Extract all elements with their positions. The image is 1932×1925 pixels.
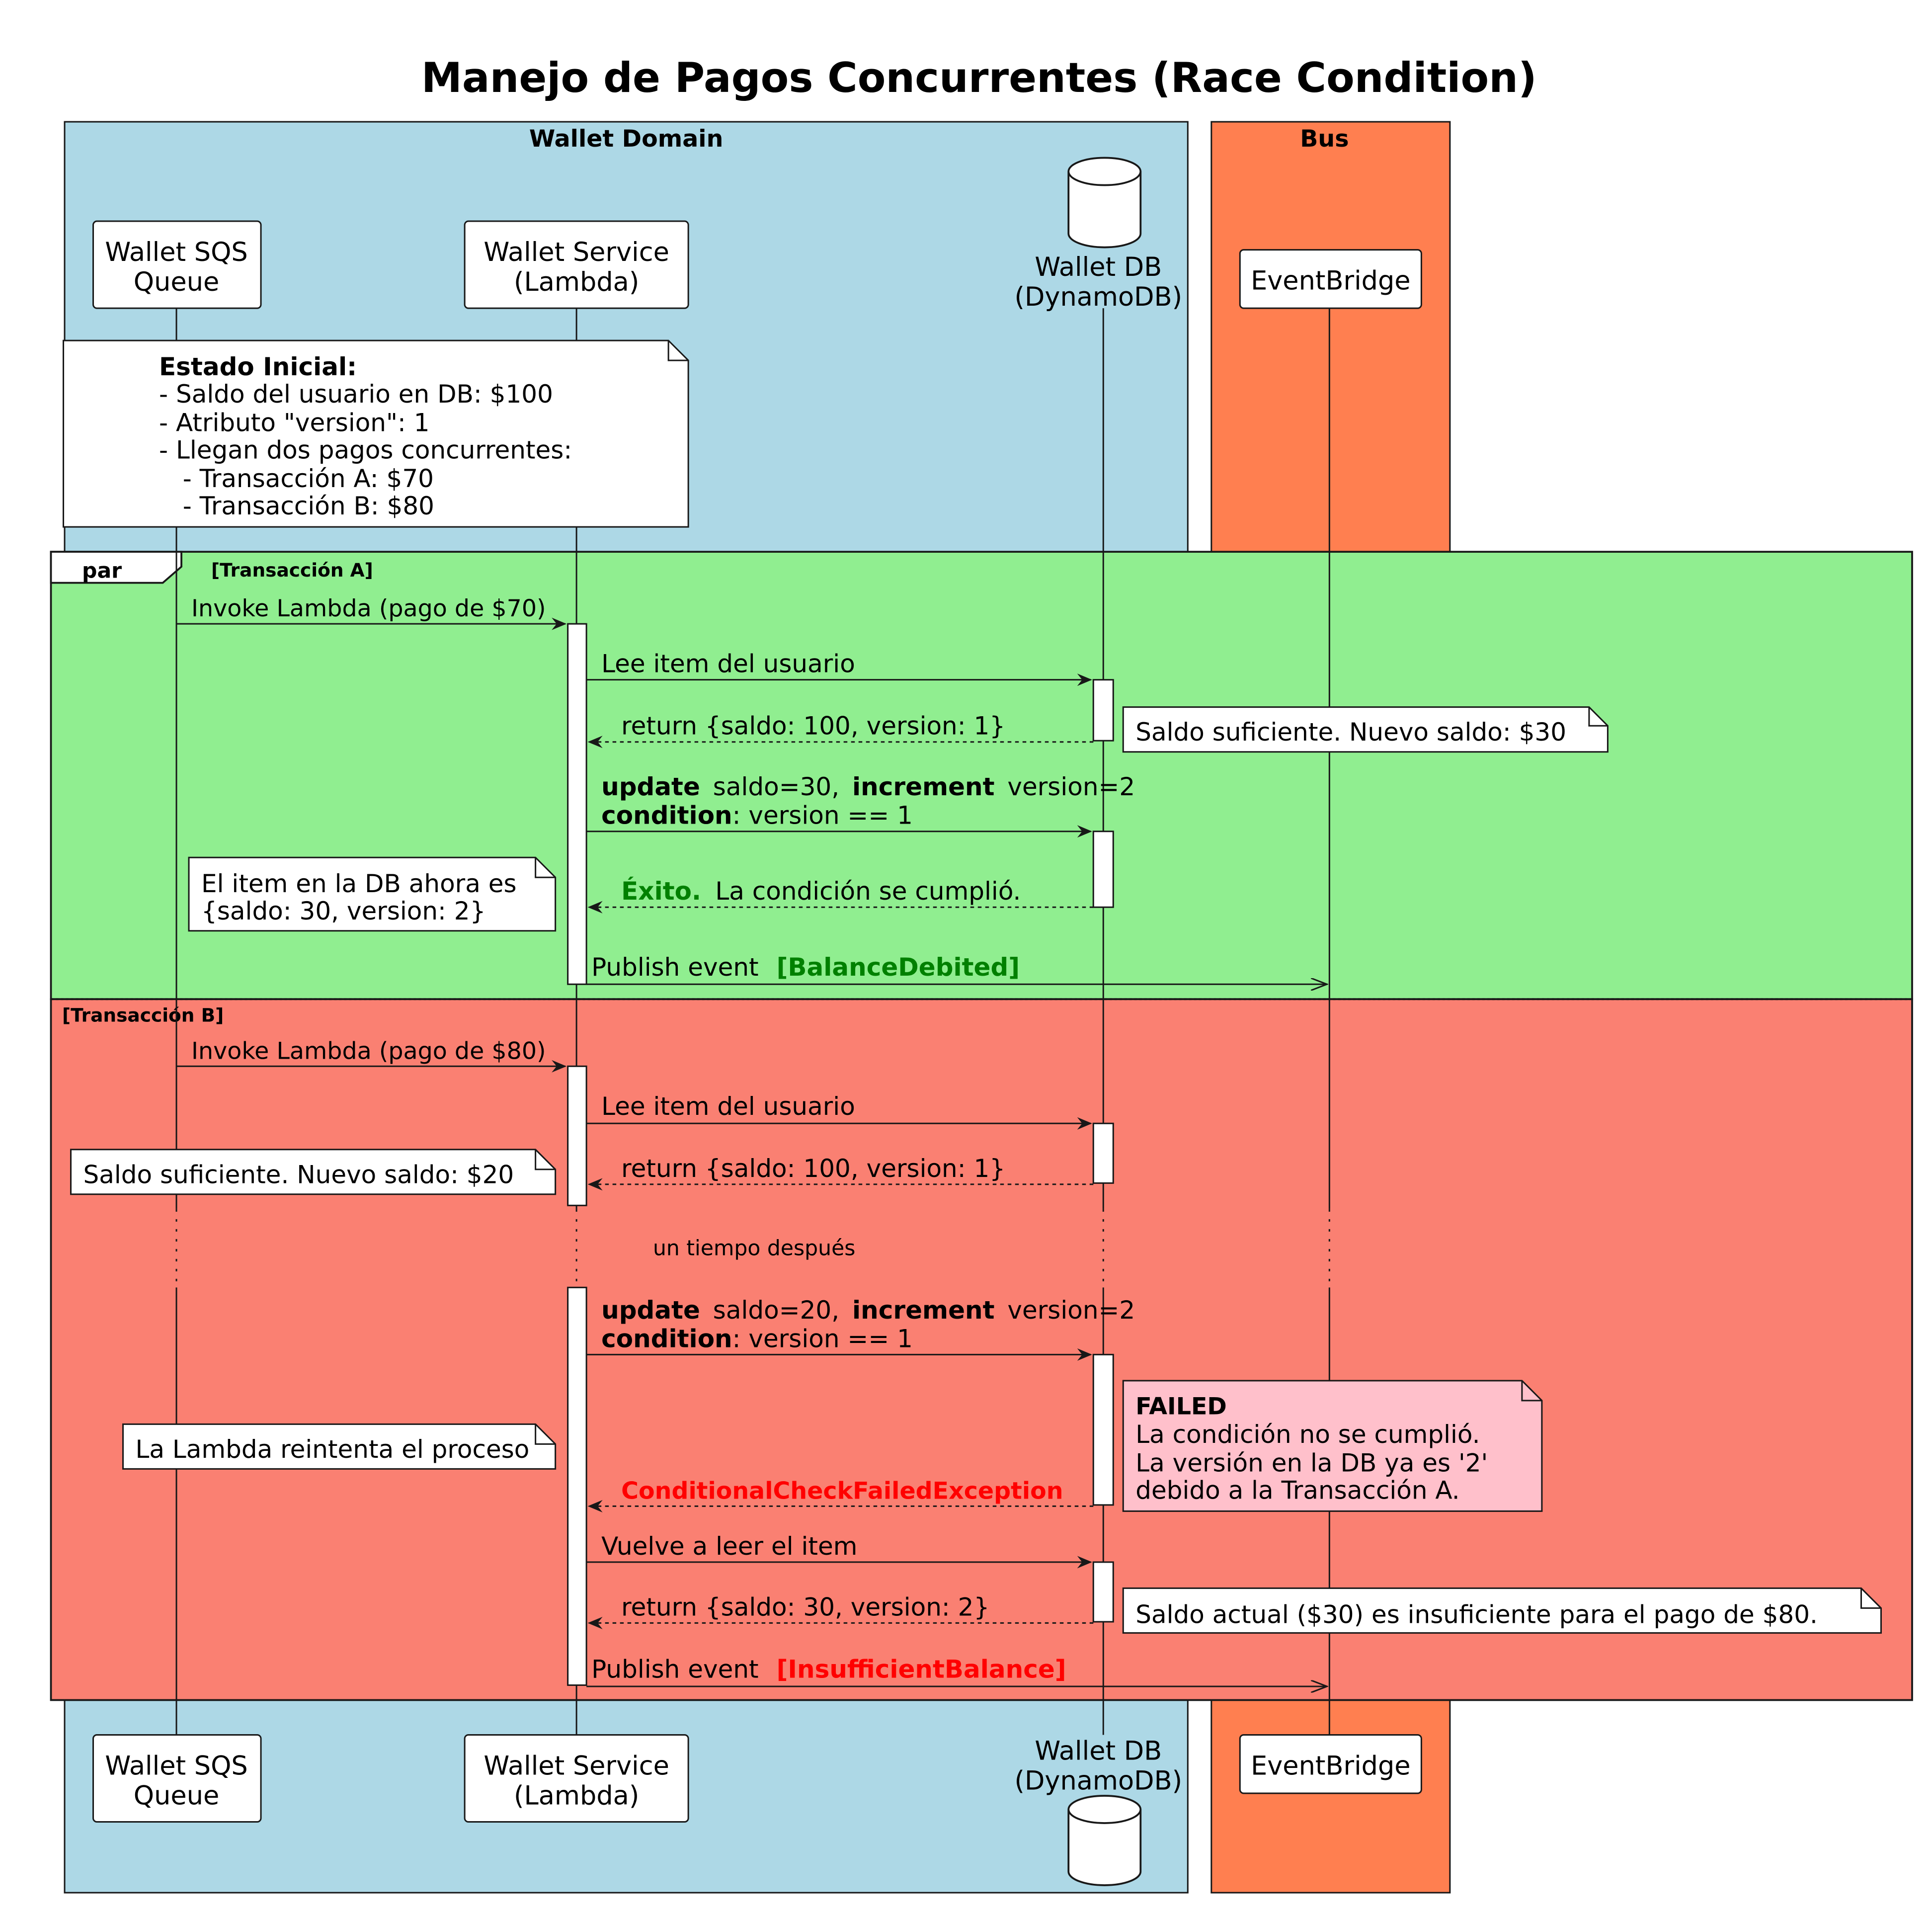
transaccion-b-messages: Invoke Lambda (pago de $80) Lee item del… (70, 1037, 1882, 1686)
svg-text:(DynamoDB): (DynamoDB) (1014, 282, 1182, 312)
note-balance-a: Saldo suficiente. Nuevo saldo: $30 (1122, 706, 1609, 753)
svg-text:(DynamoDB): (DynamoDB) (1014, 1765, 1182, 1796)
svg-text:La Lambda reintenta el proceso: La Lambda reintenta el proceso (136, 1435, 530, 1464)
guard-transaccion-a: [Transacción A] (211, 559, 373, 581)
participant-service-top: Wallet Service (Lambda) (464, 220, 689, 309)
svg-text:- Llegan dos pagos concurrente: - Llegan dos pagos concurrentes: (159, 436, 572, 465)
svg-text:- Atributo "version": 1: - Atributo "version": 1 (159, 409, 430, 437)
svg-text:Wallet SQS: Wallet SQS (105, 1751, 247, 1781)
svg-text:Wallet DB: Wallet DB (1035, 252, 1162, 282)
participant-box (92, 1734, 262, 1823)
svg-text:EventBridge: EventBridge (1251, 266, 1411, 296)
svg-text:Wallet Service: Wallet Service (483, 237, 669, 267)
participant-box (464, 1734, 689, 1823)
note-db-state-a: El item en la DB ahora es {saldo: 30, ve… (188, 856, 557, 932)
svg-text:Lee item del usuario: Lee item del usuario (601, 1092, 855, 1121)
note-retry: La Lambda reintenta el proceso (122, 1423, 557, 1470)
participant-box (1239, 1734, 1422, 1794)
participant-db-top: Wallet DB (DynamoDB) (1014, 157, 1182, 312)
svg-text:return {saldo: 100, version: 1: return {saldo: 100, version: 1} (621, 712, 1005, 741)
svg-text:El item en la DB ahora es: El item en la DB ahora es (201, 869, 517, 898)
svg-text:Publish event [BalanceDe: Publish event [BalanceDebited] (591, 953, 1020, 982)
svg-text:Queue: Queue (134, 267, 219, 297)
bus-label: Bus (1300, 125, 1349, 153)
svg-text:- Transacción B: $80: - Transacción B: $80 (159, 492, 434, 520)
participant-box (464, 220, 689, 309)
wallet-domain-label: Wallet Domain (529, 125, 723, 153)
activation-bars (567, 623, 1114, 1686)
svg-text:Saldo suficiente. Nuevo saldo:: Saldo suficiente. Nuevo saldo: $20 (83, 1160, 514, 1189)
svg-text:Vuelve a leer el item: Vuelve a leer el item (601, 1532, 857, 1561)
svg-text:- Transacción A: $70: - Transacción A: $70 (159, 464, 434, 493)
participant-sqs-top: Wallet SQS Queue (92, 220, 262, 309)
svg-text:Wallet SQS: Wallet SQS (105, 237, 247, 267)
svg-text:update saldo=20, i: update saldo=20, increment version=2 (601, 1296, 1135, 1325)
svg-text:Saldo suficiente. Nuevo saldo:: Saldo suficiente. Nuevo saldo: $30 (1135, 718, 1566, 747)
diagram-title: Manejo de Pagos Concurrentes (Race Condi… (421, 54, 1537, 102)
par-keyword-tab (50, 551, 182, 584)
database-icon (1067, 157, 1142, 249)
note-failed: FAILED La condición no se cumplió. La ve… (1122, 1380, 1543, 1512)
svg-text:Publish event [Insuffici: Publish event [InsufficientBalance] (591, 1655, 1066, 1683)
delay-label: un tiempo después (653, 1236, 855, 1260)
note-balance-b: Saldo suficiente. Nuevo saldo: $20 (70, 1149, 557, 1195)
svg-text:Invoke Lambda (pago de $70): Invoke Lambda (pago de $70) (191, 595, 546, 622)
svg-text:(Lambda): (Lambda) (514, 267, 639, 297)
guard-transaccion-b: [Transacción B] (62, 1004, 224, 1026)
note-insufficient: Saldo actual ($30) es insuficiente para … (1122, 1587, 1882, 1634)
svg-text:EventBridge: EventBridge (1251, 1751, 1411, 1781)
svg-text:(Lambda): (Lambda) (514, 1780, 639, 1811)
svg-text:Éxito. La condición se c: Éxito. La condición se cumplió. (621, 876, 1021, 906)
transaccion-a-messages: Invoke Lambda (pago de $70) Lee item del… (176, 595, 1609, 984)
svg-text:Queue: Queue (134, 1780, 219, 1811)
svg-text:Saldo actual ($30) es insufici: Saldo actual ($30) es insuficiente para … (1135, 1600, 1818, 1629)
database-icon (1067, 1795, 1142, 1886)
svg-text:ConditionalCheckFailedExceptio: ConditionalCheckFailedException (621, 1477, 1063, 1505)
svg-text:Invoke Lambda (pago de $80): Invoke Lambda (pago de $80) (191, 1037, 546, 1065)
participant-box (1239, 249, 1422, 309)
svg-text:update saldo=30, i: update saldo=30, increment version=2 (601, 772, 1135, 801)
svg-text:Wallet Service: Wallet Service (483, 1751, 669, 1781)
svg-text:Wallet DB: Wallet DB (1035, 1736, 1162, 1766)
svg-text:Lee item del usuario: Lee item del usuario (601, 650, 855, 678)
svg-text:- Saldo del usuario en DB: $10: - Saldo del usuario en DB: $100 (159, 380, 553, 409)
initial-state-note: Estado Inicial: - Saldo del usuario en D… (63, 339, 689, 528)
svg-text:{saldo: 30, version: 2}: {saldo: 30, version: 2} (201, 897, 485, 925)
participant-box (92, 220, 262, 309)
svg-text:condition: version == 1: condition: version == 1 (601, 801, 913, 830)
participant-db-bottom: Wallet DB (DynamoDB) (1014, 1736, 1182, 1886)
svg-text:debido a la Transacción A.: debido a la Transacción A. (1135, 1476, 1459, 1505)
participant-service-bottom: Wallet Service (Lambda) (464, 1734, 689, 1823)
svg-text:La condición no se cumplió.: La condición no se cumplió. (1135, 1420, 1480, 1449)
participant-eventbridge-bottom: EventBridge (1239, 1734, 1422, 1794)
svg-text:condition: version == 1: condition: version == 1 (601, 1324, 913, 1353)
participant-sqs-bottom: Wallet SQS Queue (92, 1734, 262, 1823)
svg-text:FAILED: FAILED (1135, 1393, 1227, 1420)
participant-eventbridge-top: EventBridge (1239, 249, 1422, 309)
svg-text:Estado Inicial:: Estado Inicial: (159, 352, 357, 381)
svg-text:return {saldo: 100, version: 1: return {saldo: 100, version: 1} (621, 1154, 1005, 1183)
par-keyword: par (82, 559, 122, 584)
par-fragment: par [Transacción A] [Transacción B] (50, 551, 1913, 1701)
svg-text:La versión en la DB ya es '2': La versión en la DB ya es '2' (1135, 1448, 1488, 1477)
svg-text:return {saldo: 30, version: 2}: return {saldo: 30, version: 2} (621, 1592, 989, 1621)
